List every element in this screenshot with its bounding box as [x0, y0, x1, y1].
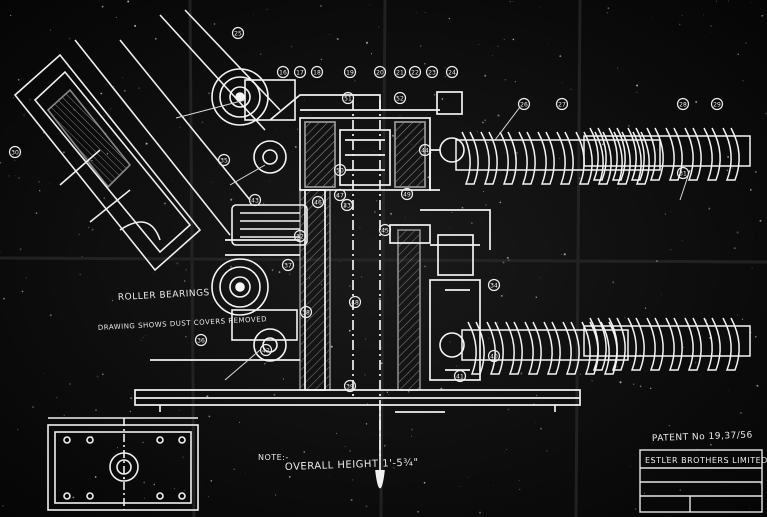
svg-text:51: 51	[344, 96, 352, 103]
svg-text:42: 42	[262, 348, 270, 355]
svg-text:39: 39	[346, 384, 354, 391]
svg-text:43: 43	[251, 198, 259, 205]
part-balloons: 16 17 18 19 20 21 22 23 24 25 26 27 28 29 30 31 32 33 34 35…	[8, 26, 724, 393]
svg-text:16: 16	[279, 70, 287, 77]
svg-text:25: 25	[234, 31, 242, 38]
svg-text:20: 20	[376, 70, 384, 77]
svg-text:21: 21	[396, 70, 404, 77]
svg-text:19: 19	[346, 70, 354, 77]
plan-view	[47, 417, 199, 511]
svg-text:31: 31	[679, 171, 687, 178]
svg-text:26: 26	[520, 102, 528, 109]
note-dust-covers: DRAWING SHOWS DUST COVERS REMOVED	[98, 315, 268, 332]
svg-text:46: 46	[314, 200, 322, 207]
svg-text:32: 32	[296, 234, 304, 241]
svg-text:24: 24	[448, 70, 456, 77]
note-label: NOTE:-	[258, 453, 289, 462]
svg-text:33: 33	[343, 203, 351, 210]
base-plate	[134, 359, 581, 489]
title-block-maker: ESTLER BROTHERS LIMITED	[645, 456, 767, 465]
svg-text:35: 35	[220, 158, 228, 165]
spring-rollers	[455, 127, 751, 375]
svg-text:47: 47	[336, 193, 344, 200]
svg-text:40: 40	[490, 354, 498, 361]
roller-bearings	[211, 68, 465, 362]
note-roller-bearings: ROLLER BEARINGS	[118, 288, 210, 303]
svg-text:28: 28	[679, 102, 687, 109]
svg-text:44: 44	[421, 148, 429, 155]
note-overall-height: OVERALL HEIGHT 1'-5¾"	[285, 457, 419, 473]
svg-text:48: 48	[351, 300, 359, 307]
svg-text:30: 30	[11, 150, 19, 157]
svg-text:37: 37	[284, 263, 292, 270]
svg-text:27: 27	[558, 102, 566, 109]
svg-text:34: 34	[490, 283, 498, 290]
svg-text:49: 49	[403, 192, 411, 199]
svg-text:18: 18	[313, 70, 321, 77]
central-column	[225, 91, 491, 460]
svg-text:38: 38	[302, 310, 310, 317]
leader-lines	[175, 99, 691, 381]
title-block-frame	[639, 449, 763, 513]
svg-text:23: 23	[428, 70, 436, 77]
svg-text:52: 52	[396, 96, 404, 103]
patent-number: PATENT No 19,37/56	[652, 430, 753, 444]
svg-text:29: 29	[713, 102, 721, 109]
svg-text:45: 45	[381, 228, 389, 235]
svg-text:17: 17	[296, 70, 304, 77]
inclined-arm	[13, 9, 281, 272]
svg-text:22: 22	[411, 70, 419, 77]
svg-text:41: 41	[456, 374, 464, 381]
svg-text:50: 50	[336, 168, 344, 175]
svg-text:36: 36	[197, 338, 205, 345]
